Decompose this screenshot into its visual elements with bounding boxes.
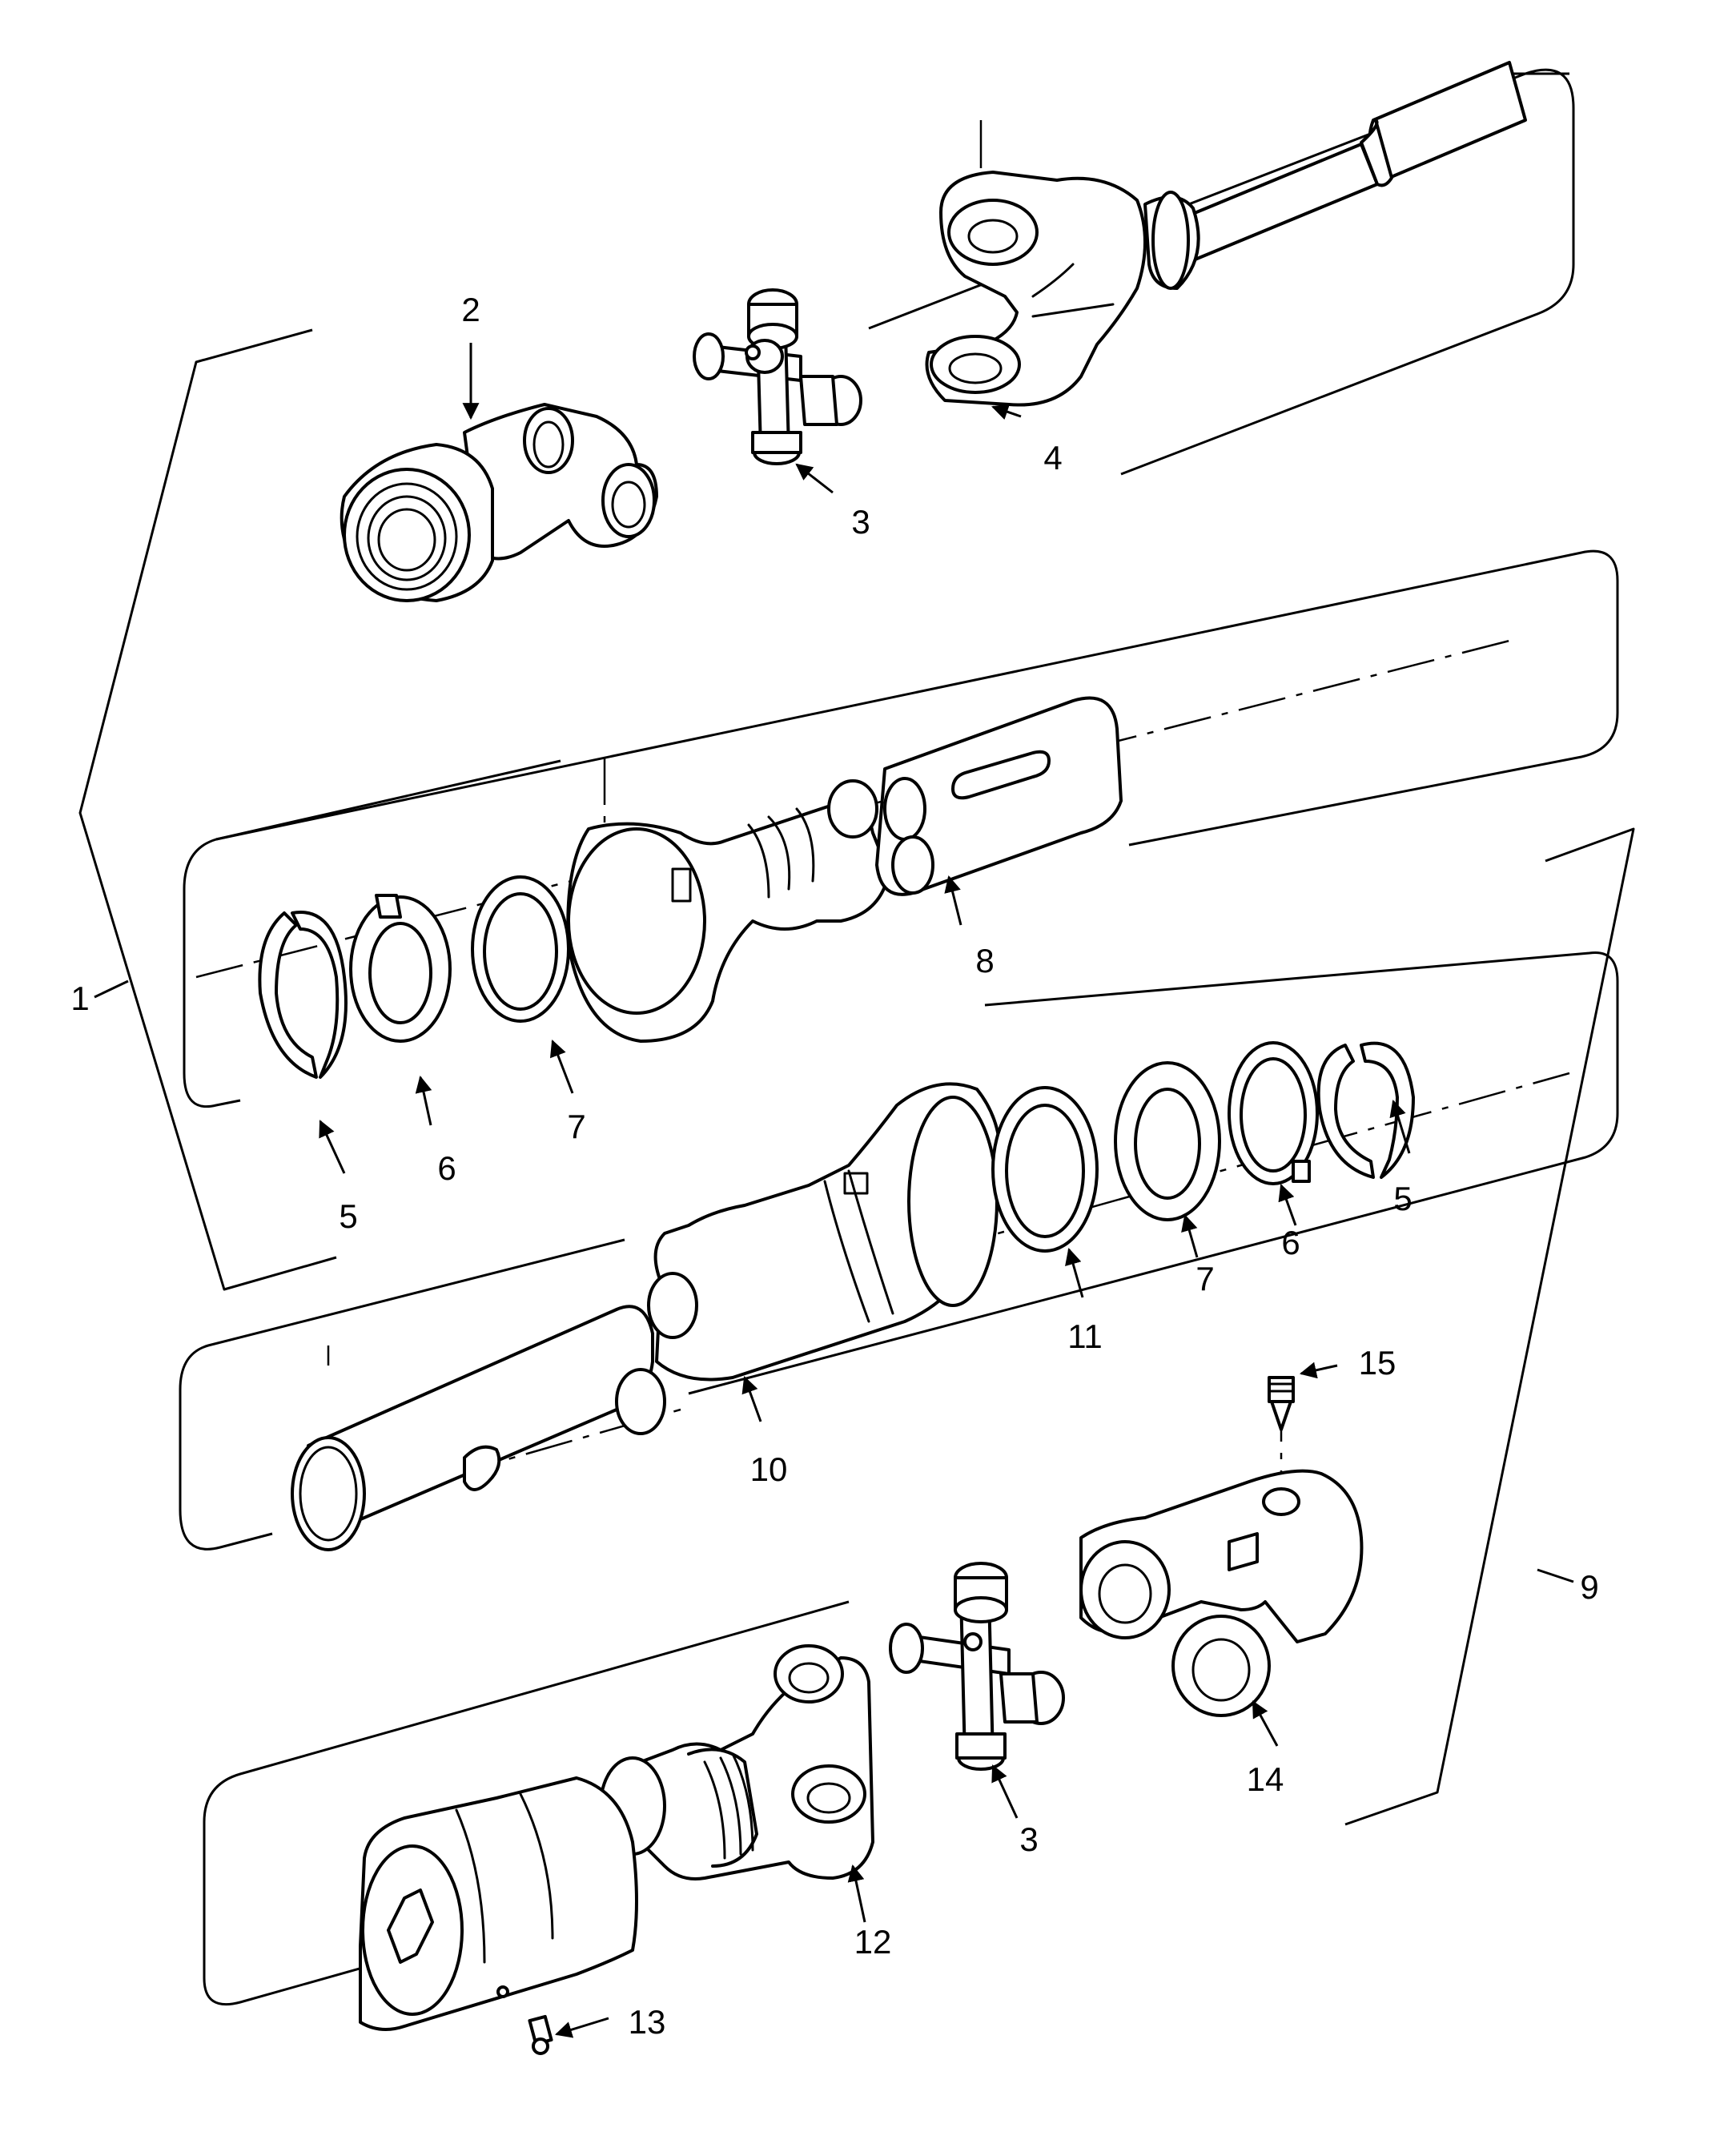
- callout-14: 14: [1247, 1760, 1284, 1798]
- part-13-set-screw: [528, 2014, 553, 2055]
- group-frame-bottom: [203, 1600, 850, 2006]
- callout-5-right: 5: [1393, 1180, 1412, 1217]
- part-4-yoke-shaft: [925, 61, 1527, 407]
- leader-arrows: [319, 343, 1411, 2038]
- callout-5-left: 5: [339, 1197, 357, 1235]
- callout-8: 8: [975, 942, 994, 979]
- group-frame-upper: [183, 549, 1619, 1108]
- part-3-universal-joint-bottom: [889, 1562, 1065, 1771]
- callout-13: 13: [629, 2003, 666, 2041]
- part-6-ring-right: [1228, 1041, 1319, 1185]
- part-6-spacer-left: [349, 894, 452, 1043]
- part-7-seal-left: [471, 875, 570, 1023]
- bracket-assembly-1: [78, 328, 337, 1291]
- bracket-assembly-9: [1344, 827, 1635, 1826]
- part-7-spacer-right: [1114, 1061, 1221, 1221]
- part-14-end-yoke: [1079, 1469, 1364, 1717]
- callout-11: 11: [1067, 1317, 1103, 1355]
- callout-labels: 1 2 3 3 4 5 5 6 6 7 7 8 9 10 11 12 13 14…: [70, 291, 1598, 2041]
- group-frame-top: [868, 68, 1575, 476]
- part-12-slip-yoke-stub: [359, 1644, 874, 2031]
- callout-4: 4: [1043, 439, 1062, 477]
- callout-10: 10: [750, 1450, 788, 1488]
- part-3-universal-joint-top: [693, 288, 862, 465]
- group-frame-middle: [179, 951, 1619, 1551]
- callout-12: 12: [854, 1923, 892, 1961]
- part-5-snap-ring-right: [1316, 1041, 1415, 1179]
- part-2-slip-yoke: [340, 403, 658, 602]
- part-11-seal-right: [991, 1086, 1099, 1253]
- callout-6-left: 6: [437, 1149, 456, 1187]
- callout-7-left: 7: [567, 1108, 585, 1145]
- callout-1: 1: [70, 979, 89, 1017]
- part-15-grease-fitting: [1268, 1376, 1295, 1431]
- callout-3-bottom: 3: [1019, 1820, 1038, 1858]
- part-5-snap-ring-left: [258, 911, 348, 1079]
- part-8-slip-sleeve: [566, 696, 1123, 1043]
- callout-3-top: 3: [851, 503, 870, 541]
- callout-2: 2: [461, 291, 480, 328]
- callout-9: 9: [1580, 1568, 1598, 1606]
- callout-6-right: 6: [1281, 1224, 1300, 1261]
- part-10-tube: [291, 1082, 1003, 1551]
- callout-15: 15: [1359, 1344, 1396, 1382]
- callout-7-right: 7: [1196, 1260, 1214, 1297]
